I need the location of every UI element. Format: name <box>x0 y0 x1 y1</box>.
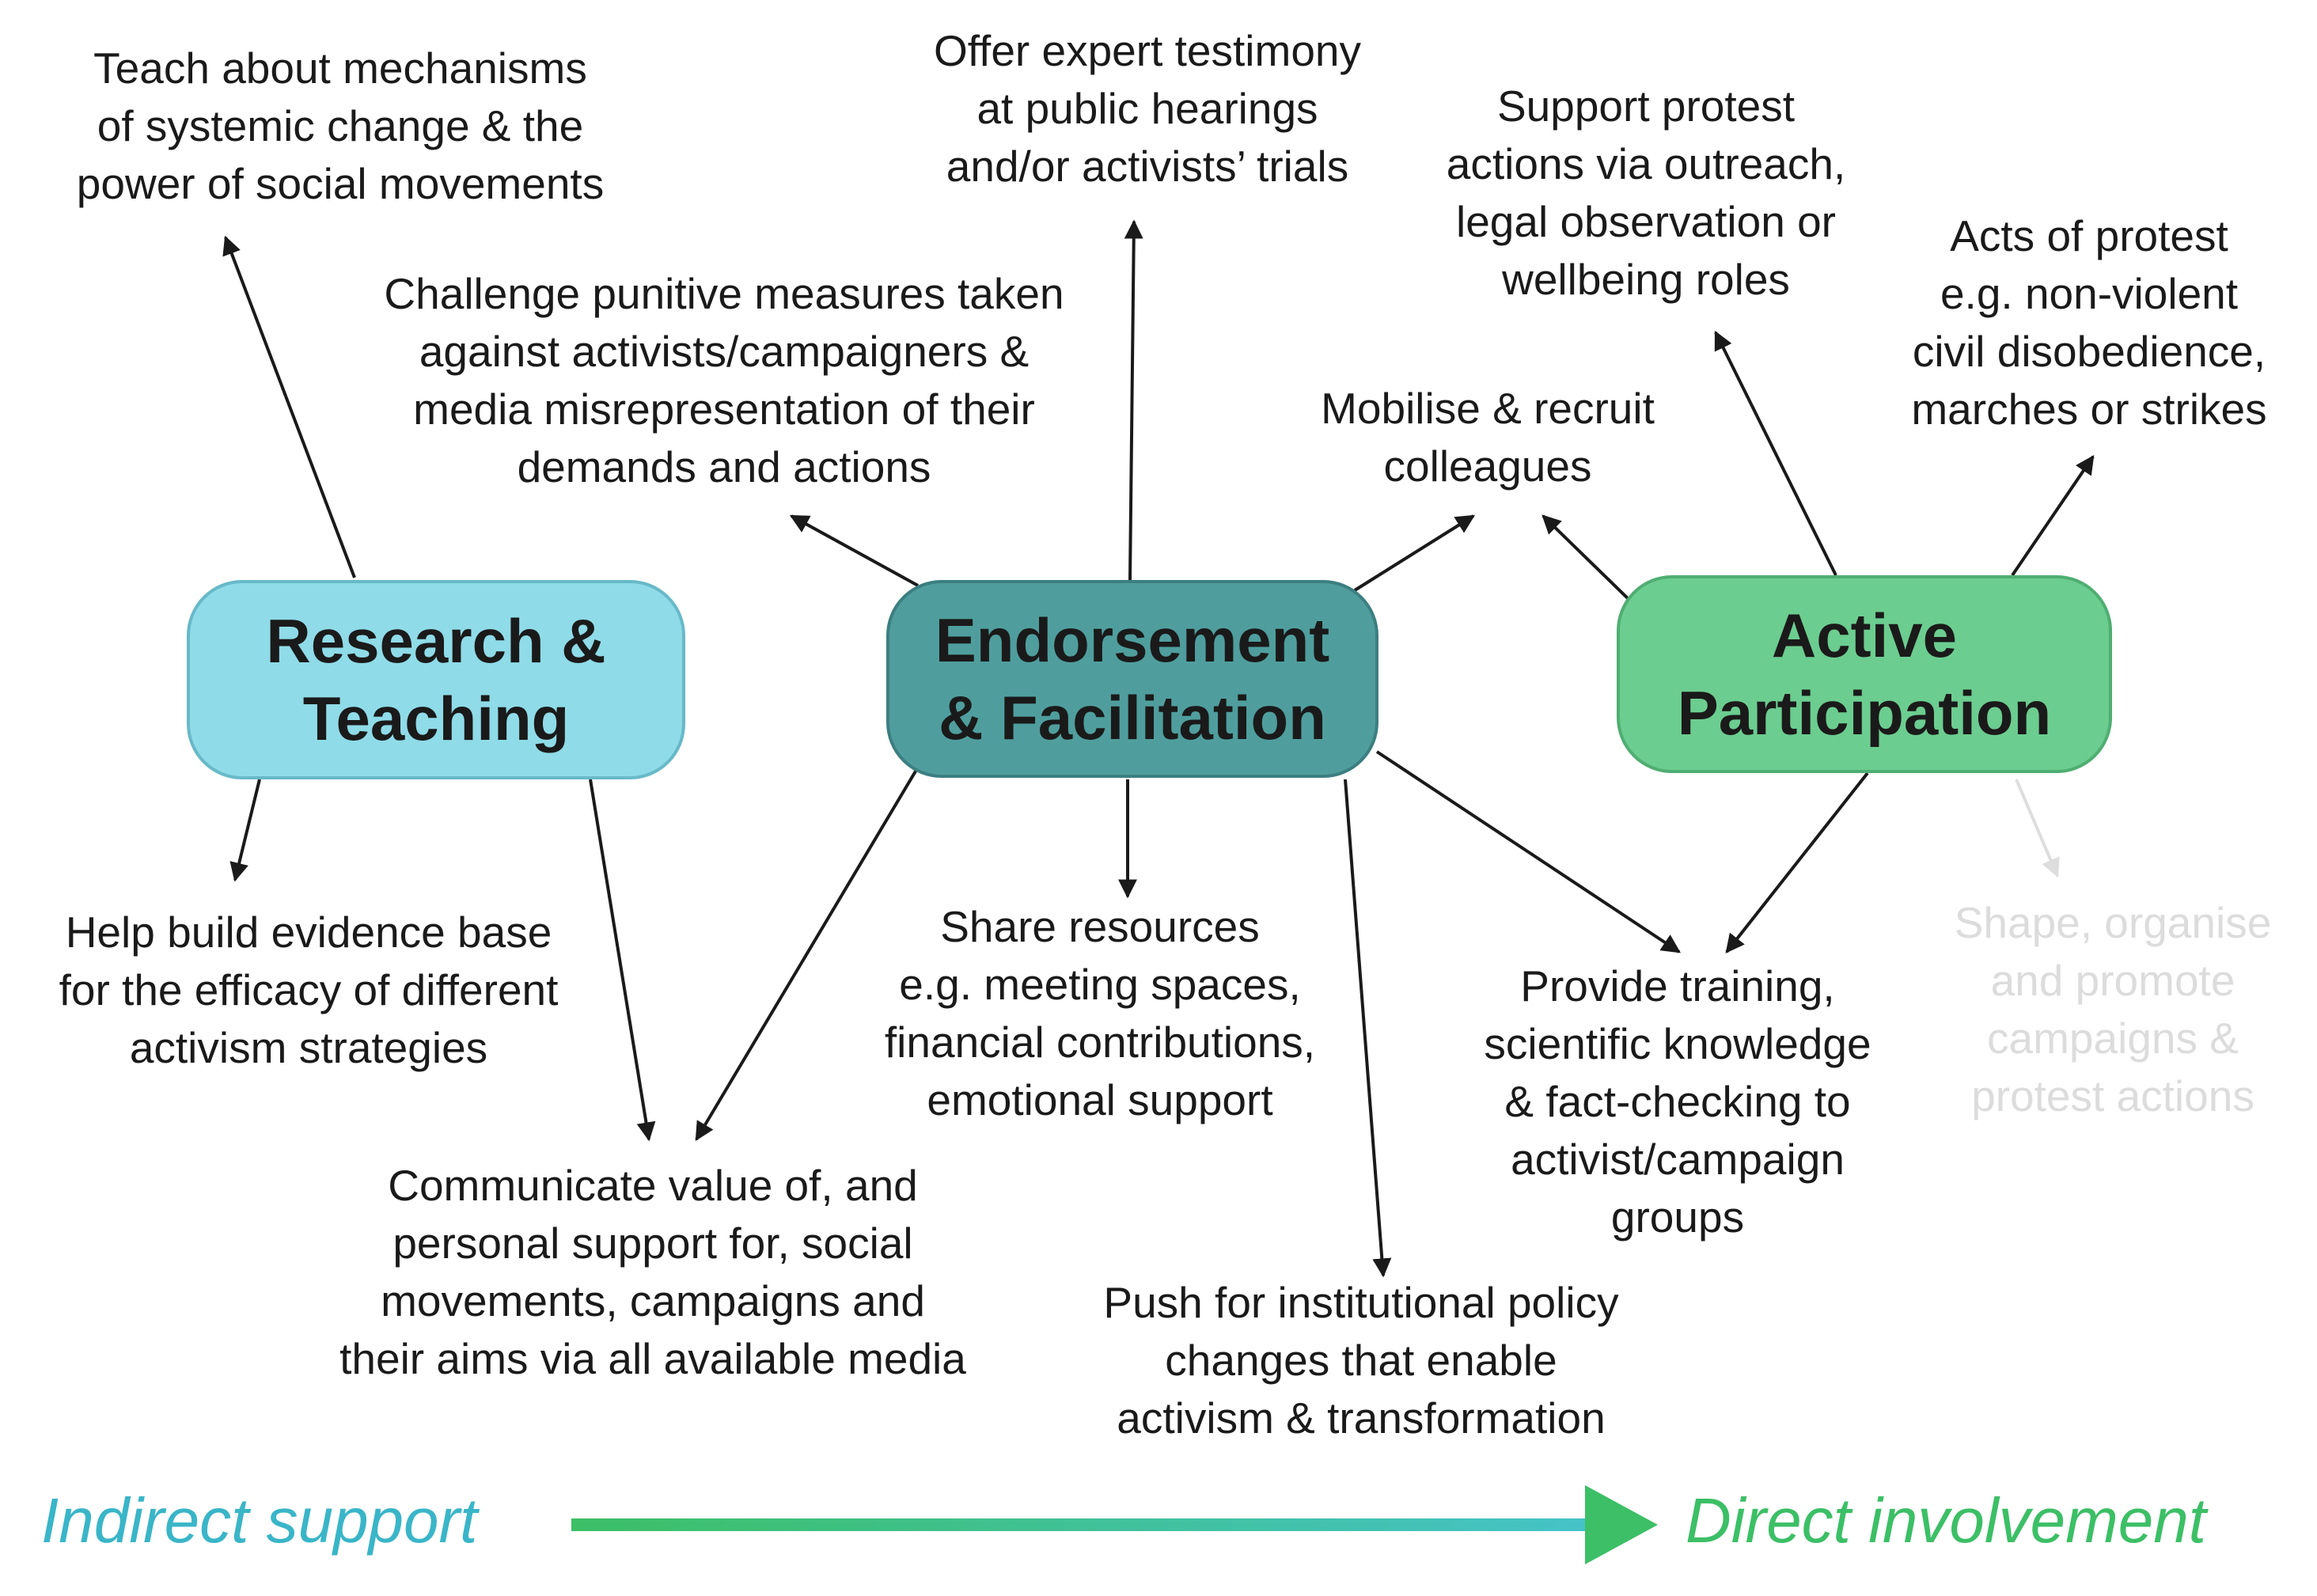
arrow-research-to-teach <box>222 235 356 578</box>
arrow-active-to-acts-protest <box>2011 455 2095 577</box>
activity-communicate: Communicate value of, and personal suppo… <box>339 1161 966 1383</box>
hub-active-participation: Active Participation <box>1617 575 2112 773</box>
axis-label-direct: Direct involvement <box>1686 1485 2207 1556</box>
arrow-active-to-shape <box>2015 779 2060 878</box>
arrow-active-to-support-protest <box>1714 330 1837 576</box>
activity-testimony: Offer expert testimony at public hearing… <box>933 26 1362 191</box>
hub-research-teaching: Research & Teaching <box>187 580 685 779</box>
arrow-endorse-to-training <box>1375 750 1682 953</box>
hub-research-label: Research & Teaching <box>266 606 606 753</box>
activity-push-policy: Push for institutional policy changes th… <box>1103 1278 1619 1442</box>
activity-acts-of-protest: Acts of protest e.g. non-violent civil d… <box>1911 211 2267 434</box>
activity-provide-training: Provide training, scientific knowledge &… <box>1484 961 1871 1242</box>
activity-evidence: Help build evidence base for the efficac… <box>59 908 559 1072</box>
activity-share-resources: Share resources e.g. meeting spaces, fin… <box>884 902 1316 1124</box>
arrow-endorse-to-mobilise <box>1353 514 1476 592</box>
hub-active-label: Active Participation <box>1677 601 2052 748</box>
arrow-endorse-to-testimony <box>1124 219 1143 581</box>
hub-endorsement-facilitation: Endorsement & Facilitation <box>886 580 1378 778</box>
activity-challenge: Challenge punitive measures taken agains… <box>384 269 1064 491</box>
hub-endorsement-label: Endorsement & Facilitation <box>935 605 1330 753</box>
arrow-active-to-mobilise <box>1542 514 1634 605</box>
arrow-endorse-to-challenge <box>789 514 919 587</box>
arrow-research-to-communicate <box>589 779 656 1142</box>
direction-axis-arrow <box>571 1485 1658 1564</box>
activity-mobilise: Mobilise & recruit colleagues <box>1321 384 1655 491</box>
axis-label-indirect: Indirect support <box>41 1485 478 1556</box>
arrow-endorse-to-push <box>1344 779 1392 1278</box>
activity-teach: Teach about mechanisms of systemic chang… <box>76 44 605 208</box>
arrow-endorse-to-communicate <box>695 768 918 1142</box>
activity-support-protest: Support protest actions via outreach, le… <box>1446 82 1846 304</box>
activity-shape-campaigns: Shape, organise and promote campaigns & … <box>1954 898 2272 1120</box>
arrow-active-to-training <box>1725 771 1869 953</box>
arrow-research-to-evidence <box>229 779 261 882</box>
